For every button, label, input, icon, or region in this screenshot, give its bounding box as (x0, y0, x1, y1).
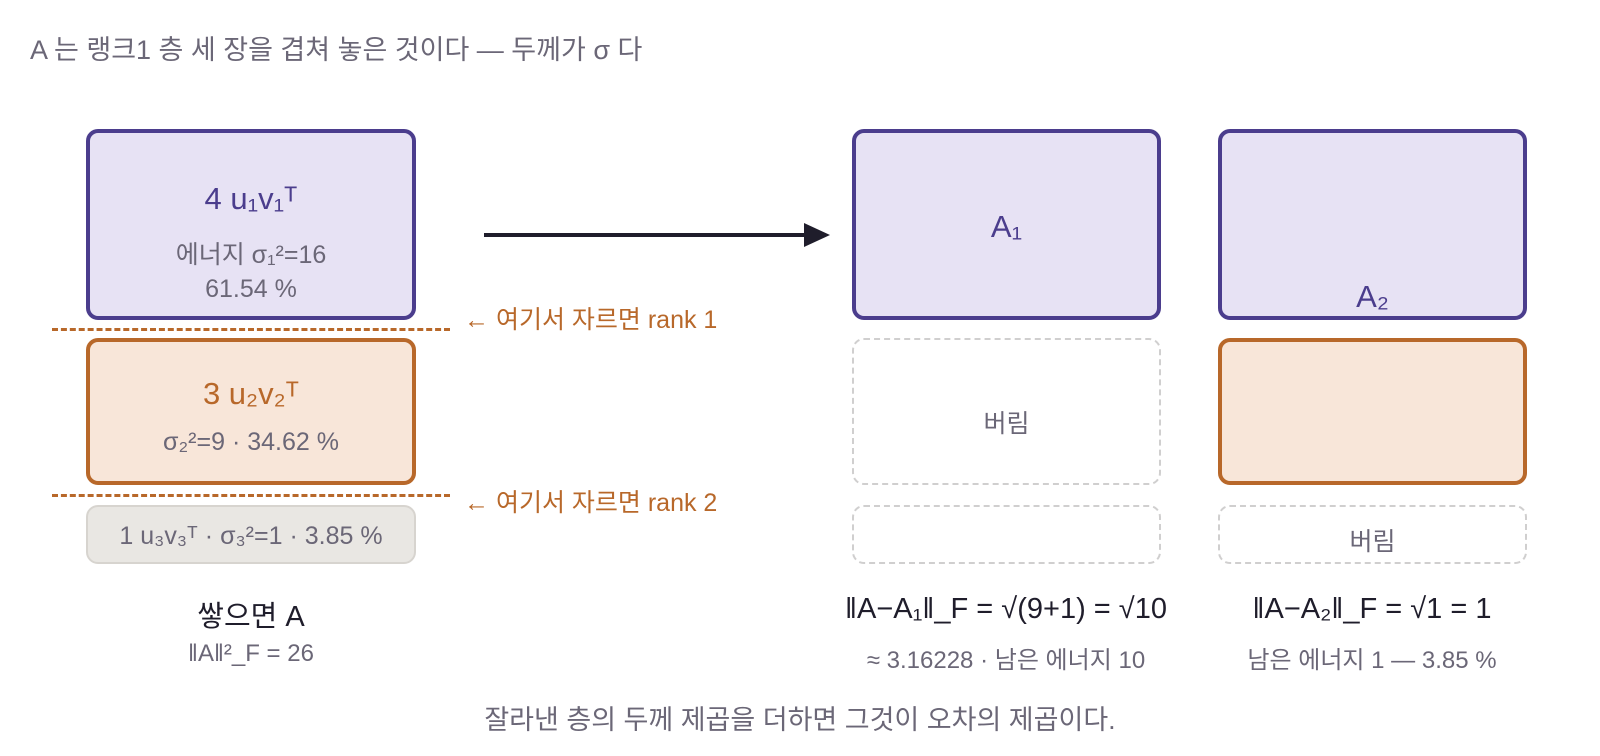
layer-2-box: 3 u₂v₂ᵀ σ₂²=9 · 34.62 % (86, 338, 416, 485)
stack-label: 쌓으면 A (197, 601, 305, 633)
cut-line-rank-2 (52, 494, 450, 497)
approx-2-discard-box: 버림 (1218, 505, 1527, 564)
layer-1-title: 4 u₁v₁ᵀ (204, 181, 298, 216)
layer-2-detail: σ₂²=9 · 34.62 % (163, 428, 339, 456)
approx-1-box: A₁ (852, 129, 1161, 320)
approx-1-label: A₁ (990, 209, 1023, 244)
approx-2-error: ‖A−A₂‖_F = √1 = 1 (1252, 593, 1492, 625)
right-arrow-icon (484, 223, 830, 247)
approx-2-box-top: A₂ (1218, 129, 1527, 320)
layer-1-percent: 61.54 % (205, 275, 297, 303)
cut-label-rank-1: ← 여기서 자르면 rank 1 (464, 306, 718, 334)
approx-2-detail: 남은 에너지 1 — 3.85 % (1247, 647, 1497, 674)
stack-norm: ‖A‖²_F = 26 (188, 640, 314, 667)
approx-1-discard-box-small (852, 505, 1161, 564)
cut-label-rank-2: ← 여기서 자르면 rank 2 (464, 489, 718, 517)
approx-2-discard-label: 버림 (1349, 528, 1396, 556)
approx-1-discard-label: 버림 (983, 410, 1030, 438)
approx-2-box-bottom (1218, 338, 1527, 485)
cut-line-rank-1 (52, 328, 450, 331)
approx-1-discard-box: 버림 (852, 338, 1161, 485)
layer-1-energy: 에너지 σ₁²=16 (175, 241, 327, 269)
layer-3-detail: 1 u₃v₃ᵀ · σ₃²=1 · 3.85 % (119, 522, 383, 550)
layer-3-box: 1 u₃v₃ᵀ · σ₃²=1 · 3.85 % (86, 505, 416, 564)
layer-1-box: 4 u₁v₁ᵀ 에너지 σ₁²=16 61.54 % (86, 129, 416, 320)
approx-2-label: A₂ (1356, 279, 1389, 314)
diagram-footer: 잘라낸 층의 두께 제곱을 더하면 그것이 오차의 제곱이다. (484, 705, 1116, 735)
diagram-heading: A 는 랭크1 층 세 장을 겹쳐 놓은 것이다 — 두께가 σ 다 (30, 35, 643, 65)
layer-2-title: 3 u₂v₂ᵀ (202, 376, 300, 411)
approx-1-error: ‖A−A₁‖_F = √(9+1) = √10 (845, 593, 1167, 625)
approx-1-detail: ≈ 3.16228 · 남은 에너지 10 (866, 647, 1146, 674)
